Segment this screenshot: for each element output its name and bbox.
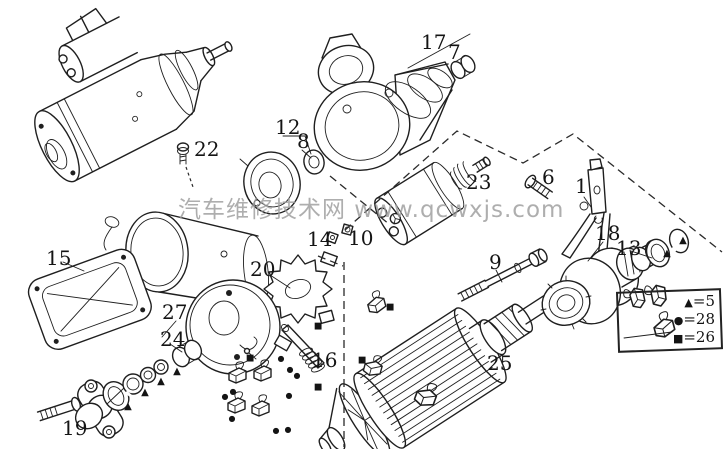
brushes-drawing [227, 288, 441, 417]
part-label-9: 9 [489, 250, 502, 274]
dashed-lines [317, 130, 723, 447]
part-label-16: 16 [312, 348, 338, 372]
part-label-18: 18 [595, 221, 621, 245]
legend-row-triangle: ▲=5 [655, 293, 715, 311]
bearing-plate-12-drawing [239, 151, 301, 215]
drive-end-housing-drawing [313, 33, 456, 171]
screw-22-drawing [176, 142, 194, 188]
dot-marker: ● [286, 365, 294, 374]
part-label-27: 27 [162, 300, 188, 324]
assembled-starter-drawing [34, 7, 233, 183]
square-marker: ■ [385, 302, 395, 313]
armature-25-drawing [318, 281, 573, 449]
part-label-14: 14 [307, 227, 333, 251]
part-label-7: 7 [448, 40, 461, 64]
part-label-12: 12 [275, 115, 301, 139]
part-label-1: 1 [575, 174, 588, 198]
part-label-25: 25 [487, 351, 513, 375]
part-label-23: 23 [466, 170, 492, 194]
end-cap-19-drawing [36, 379, 124, 439]
dot-marker: ● [284, 425, 292, 434]
square-marker: ■ [313, 382, 323, 393]
legend-value: =28 [683, 310, 715, 328]
end-cover-27-drawing [185, 279, 293, 375]
solenoid-23-drawing [374, 156, 491, 246]
dot-marker: ● [272, 426, 280, 435]
through-bolt-9-drawing [457, 248, 548, 302]
dot-symbol: ● [673, 314, 684, 327]
dot-marker: ● [285, 391, 293, 400]
triangle-marker: ▲ [173, 366, 181, 377]
clip-14-drawing [325, 231, 339, 245]
leader-lines [62, 33, 653, 353]
part-label-10: 10 [348, 226, 374, 250]
triangle-marker: ▲ [124, 401, 132, 412]
legend-row-dot: ●=28 [655, 311, 715, 329]
legend-brushes-drawing [620, 281, 677, 340]
part-label-24: 24 [160, 327, 186, 351]
part-label-15: 15 [46, 246, 72, 270]
dot-marker: ● [229, 387, 237, 396]
part-label-17: 17 [421, 30, 447, 54]
part-label-6: 6 [542, 165, 555, 189]
triangle-marker: ▲ [157, 376, 165, 387]
shift-fork-1-drawing [561, 158, 611, 261]
part-label-22: 22 [194, 137, 220, 161]
legend-row-square: ■=26 [655, 329, 715, 347]
part-label-13: 13 [616, 236, 642, 260]
square-marker: ■ [357, 355, 367, 366]
triangle-marker: ▲ [663, 248, 671, 259]
part-label-20: 20 [250, 257, 276, 281]
part-label-19: 19 [62, 416, 88, 440]
legend-value: =26 [683, 328, 715, 346]
spring-16-drawing [299, 347, 325, 373]
square-marker: ■ [313, 321, 323, 332]
legend-rows: ▲=5 ●=28 ■=26 [655, 293, 715, 347]
legend-value: =5 [692, 292, 715, 310]
bushing-24-drawing [171, 339, 203, 368]
square-marker: ■ [245, 353, 255, 364]
bolt-6-drawing [524, 174, 554, 200]
watermark-text: 汽车维修技术网 www.qcwxjs.com [178, 197, 565, 223]
triangle-marker: ▲ [141, 387, 149, 398]
sleeve-7-drawing [450, 54, 476, 80]
washer-set-drawing [102, 359, 169, 412]
dot-marker: ● [221, 392, 229, 401]
triangle-symbol: ▲ [684, 296, 693, 309]
dot-marker: ● [277, 354, 285, 363]
snap-ring-drawing [668, 228, 690, 254]
square-symbol: ■ [672, 332, 684, 345]
pole-frame-15-drawing [27, 248, 152, 350]
triangle-marker: ▲ [679, 235, 687, 246]
dot-marker: ● [228, 414, 236, 423]
dot-marker: ● [293, 371, 301, 380]
part-label-8: 8 [297, 129, 310, 153]
